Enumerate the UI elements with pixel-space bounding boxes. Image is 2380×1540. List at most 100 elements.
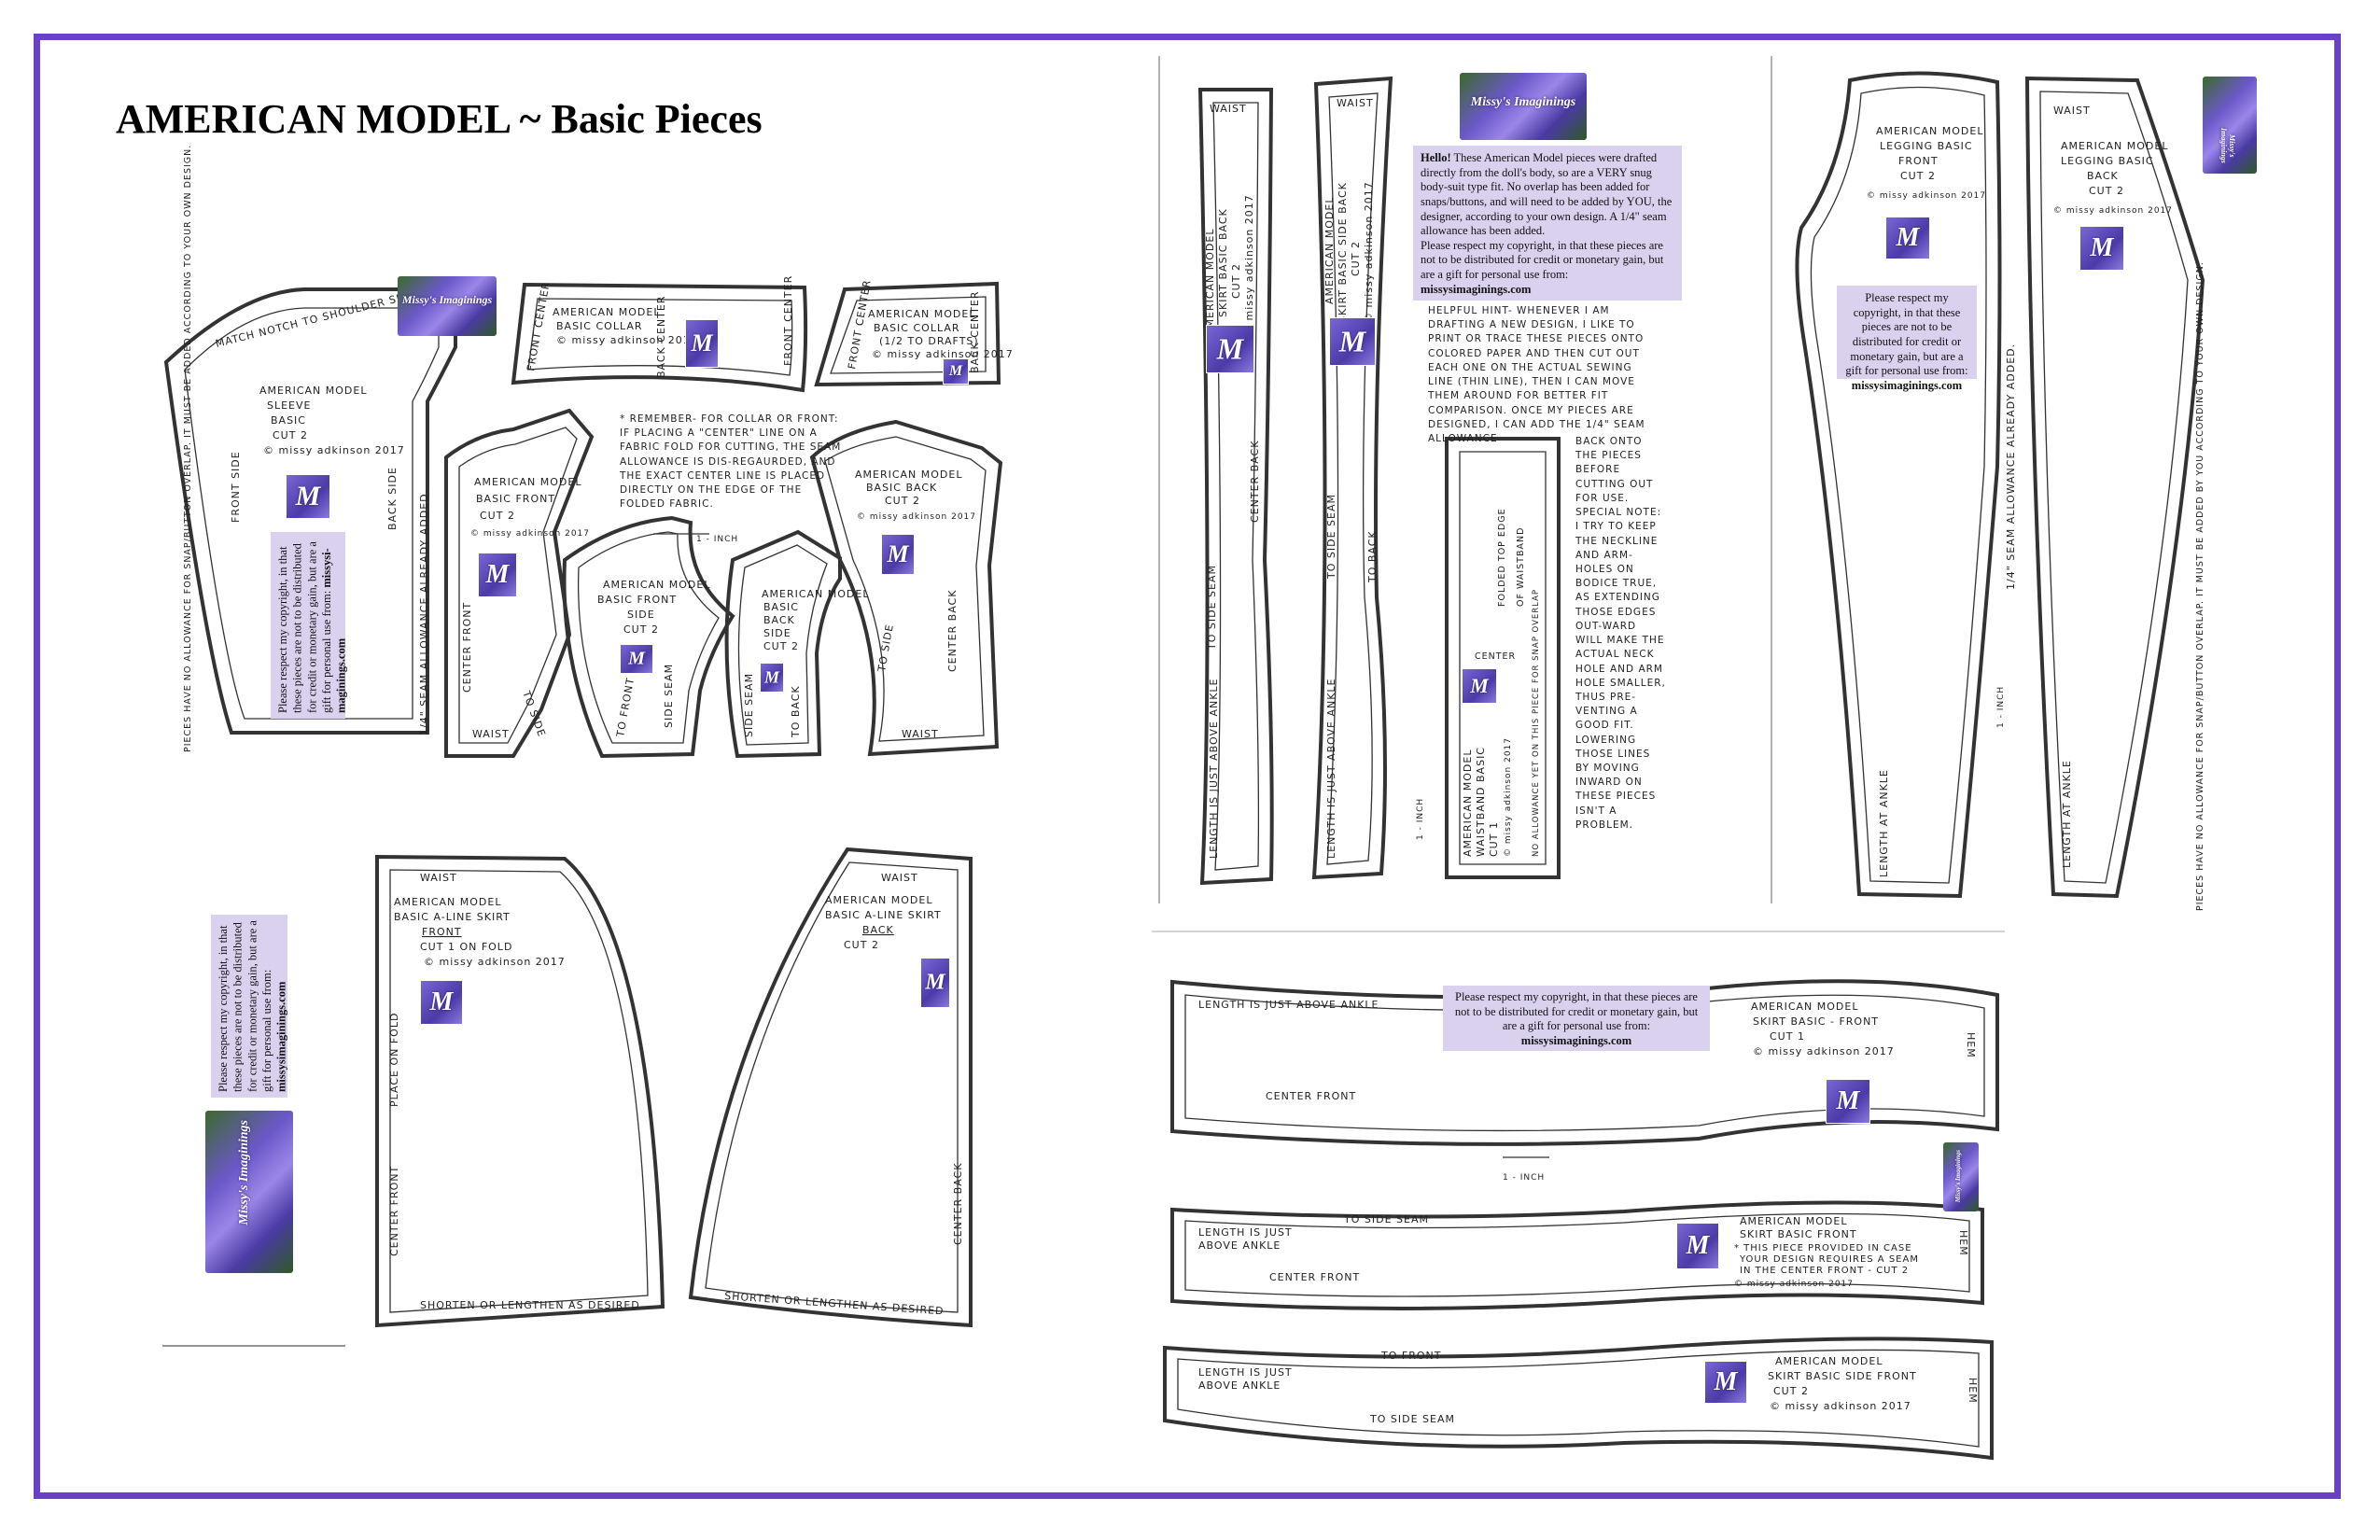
collar-label-3: © missy adkinson 2017 — [556, 334, 698, 346]
right-side-note: Pieces have no allowance for snap/button… — [2195, 261, 2205, 911]
mark-letter: M — [1836, 1086, 1860, 1115]
skirt-front-2: Basic A-Line Skirt — [394, 911, 511, 923]
sleeve-label-5: © missy adkinson 2017 — [263, 444, 405, 456]
skirt-front-4: Cut 1 on fold — [420, 941, 512, 953]
legging-front-5: © missy adkinson 2017 — [1867, 191, 1986, 201]
copyright-text: Please respect my copyright, in that the… — [1845, 291, 1968, 378]
collar-label-1: American Model — [553, 306, 660, 318]
long-seam-length-2: above ankle — [1198, 1239, 1281, 1252]
skirt-back-piece — [688, 847, 973, 1328]
page-border — [34, 34, 2341, 1499]
pant-side-back-piece — [1311, 76, 1393, 880]
pant-sideback-length: Length is just above ankle — [1325, 678, 1337, 859]
long-seam-toside: To side seam — [1343, 1213, 1429, 1225]
mark-letter: M — [925, 970, 945, 995]
pant-back-length: Length is just above ankle — [1208, 678, 1220, 859]
skirt-front-cf: Center Front — [388, 1166, 400, 1256]
collar-half-4: © missy adkinson 2017 — [872, 348, 1014, 360]
one-inch-1: 1 - Inch — [696, 535, 738, 544]
long-side-hem: Hem — [1967, 1378, 1979, 1404]
legging-back-5: © missy adkinson 2017 — [2053, 206, 2173, 216]
bodice-back-2: Basic Back — [866, 482, 937, 494]
pant-sideback-toback: To back — [1366, 530, 1379, 583]
hello-note: Hello! These American Model pieces were … — [1413, 146, 1682, 301]
legging-front-1: American Model — [1876, 125, 1983, 137]
legging-front-length: Length at ankle — [1878, 769, 1890, 877]
bodice-front-3: Cut 2 — [480, 510, 515, 522]
waistband-3: Cut 1 — [1488, 821, 1500, 857]
legging-back-3: Back — [2087, 170, 2119, 182]
collar-front-center: Front center — [525, 280, 553, 371]
front-side-seam: Side Seam — [663, 664, 675, 728]
long-seam-cf: Center Front — [1269, 1271, 1360, 1283]
long-skirt-side-piece — [1163, 1337, 1994, 1461]
logo-text: Missy's Imaginings — [1470, 95, 1576, 109]
long-seam-4: your design requires a seam — [1739, 1254, 1919, 1265]
mark-letter: M — [948, 363, 963, 379]
mark-bodice-front: M — [478, 553, 517, 597]
waistband-fold: Folded top edge — [1497, 508, 1507, 607]
logo-text: Missy's Imaginings — [1954, 1150, 1962, 1203]
pant-sideback-2: Skirt Basic Side Back — [1337, 182, 1349, 323]
mark-letter: M — [1216, 331, 1244, 366]
collar-piece — [511, 282, 808, 393]
mark-pant-side-back: M — [1329, 317, 1376, 366]
legging-back-seam: 1/4" seam allowance already added. — [2005, 343, 2017, 590]
mark-letter: M — [1714, 1367, 1738, 1396]
waistband-note: No allowance yet on this piece for snap … — [1532, 589, 1541, 857]
waistband-line: of waistband — [1516, 527, 1526, 607]
mark-pant-back: M — [1206, 325, 1254, 373]
hello-body: These American Model pieces were drafted… — [1421, 151, 1673, 238]
copyright-note-legging: Please respect my copyright, in that the… — [1837, 286, 1977, 392]
sleeve-label-1: American Model — [259, 385, 367, 397]
mark-sleeve: M — [286, 474, 330, 519]
front-side-4: Cut 2 — [623, 623, 659, 636]
skirt-front-3: Front — [422, 926, 462, 938]
logo-text: Missy's Imaginings — [401, 293, 493, 306]
legging-back-1: American Model — [2061, 140, 2168, 152]
skirt-back-cb: Center Back — [952, 1163, 964, 1245]
hello-copyright: Please respect my copyright, in that the… — [1421, 238, 1664, 281]
hello-lead: Hello! — [1421, 151, 1451, 164]
mark-long-front: M — [1826, 1079, 1870, 1124]
pant-back-4: © missy adkinson 2017 — [1243, 194, 1255, 336]
copyright-note-sleeve: Please respect my copyright, in that the… — [271, 532, 348, 719]
bodice-back-4: © missy adkinson 2017 — [857, 512, 976, 522]
mark-collar-half: M — [943, 358, 969, 385]
waistband-2: Waistband Basic — [1475, 747, 1487, 857]
long-front-4: © missy adkinson 2017 — [1753, 1045, 1895, 1057]
long-seam-2: Skirt Basic Front — [1740, 1228, 1857, 1240]
logo-top-left: Missy's Imaginings — [398, 276, 497, 336]
legging-front-piece — [1795, 71, 2002, 899]
bodice-back-waist: Waist — [902, 728, 939, 740]
skirt-front-shorten: Shorten or lengthen as desired — [420, 1299, 640, 1311]
mark-letter: M — [295, 481, 321, 511]
skirt-back-4: Cut 2 — [844, 939, 879, 951]
collar-half-back: Back center — [969, 291, 981, 373]
pant-sideback-side: To side seam — [1325, 494, 1337, 580]
collar-half-2: Basic Collar — [874, 322, 960, 334]
mark-letter: M — [2090, 233, 2114, 262]
legging-front-3: Front — [1898, 155, 1939, 167]
collar-half-3: (1/2 to drafts) — [879, 335, 979, 347]
skirt-front-5: © missy adkinson 2017 — [424, 956, 566, 968]
skirt-front-1: American Model — [394, 896, 501, 908]
copyright-text: Please respect my copyright, in that the… — [1454, 990, 1699, 1033]
bodice-front-4: © missy adkinson 2017 — [470, 529, 590, 539]
long-front-1: American Model — [1751, 1001, 1858, 1013]
mark-letter: M — [429, 987, 454, 1016]
copyright-site: missysimaginings.com — [1851, 378, 1963, 392]
mark-letter: M — [628, 648, 645, 669]
bodice-back-toside: To Side — [875, 623, 896, 674]
left-side-note: Pieces have no allowance for snap/button… — [183, 145, 193, 752]
collar-half-1: American Model — [868, 308, 975, 320]
copyright-note-long-skirt: Please respect my copyright, in that the… — [1443, 986, 1710, 1051]
back-side-1: American Model — [762, 588, 869, 600]
collar-label-2: Basic Collar — [556, 320, 643, 332]
bodice-front-1: American Model — [474, 476, 581, 488]
front-side-2: Basic Front — [597, 594, 677, 606]
copyright-text: Please respect my copyright, in that the… — [217, 920, 273, 1092]
legging-back-waist: Waist — [2053, 105, 2091, 117]
logo-mid-right: Missy's Imaginings — [1943, 1142, 1979, 1211]
long-skirt-front-seam-piece — [1170, 1200, 1984, 1310]
